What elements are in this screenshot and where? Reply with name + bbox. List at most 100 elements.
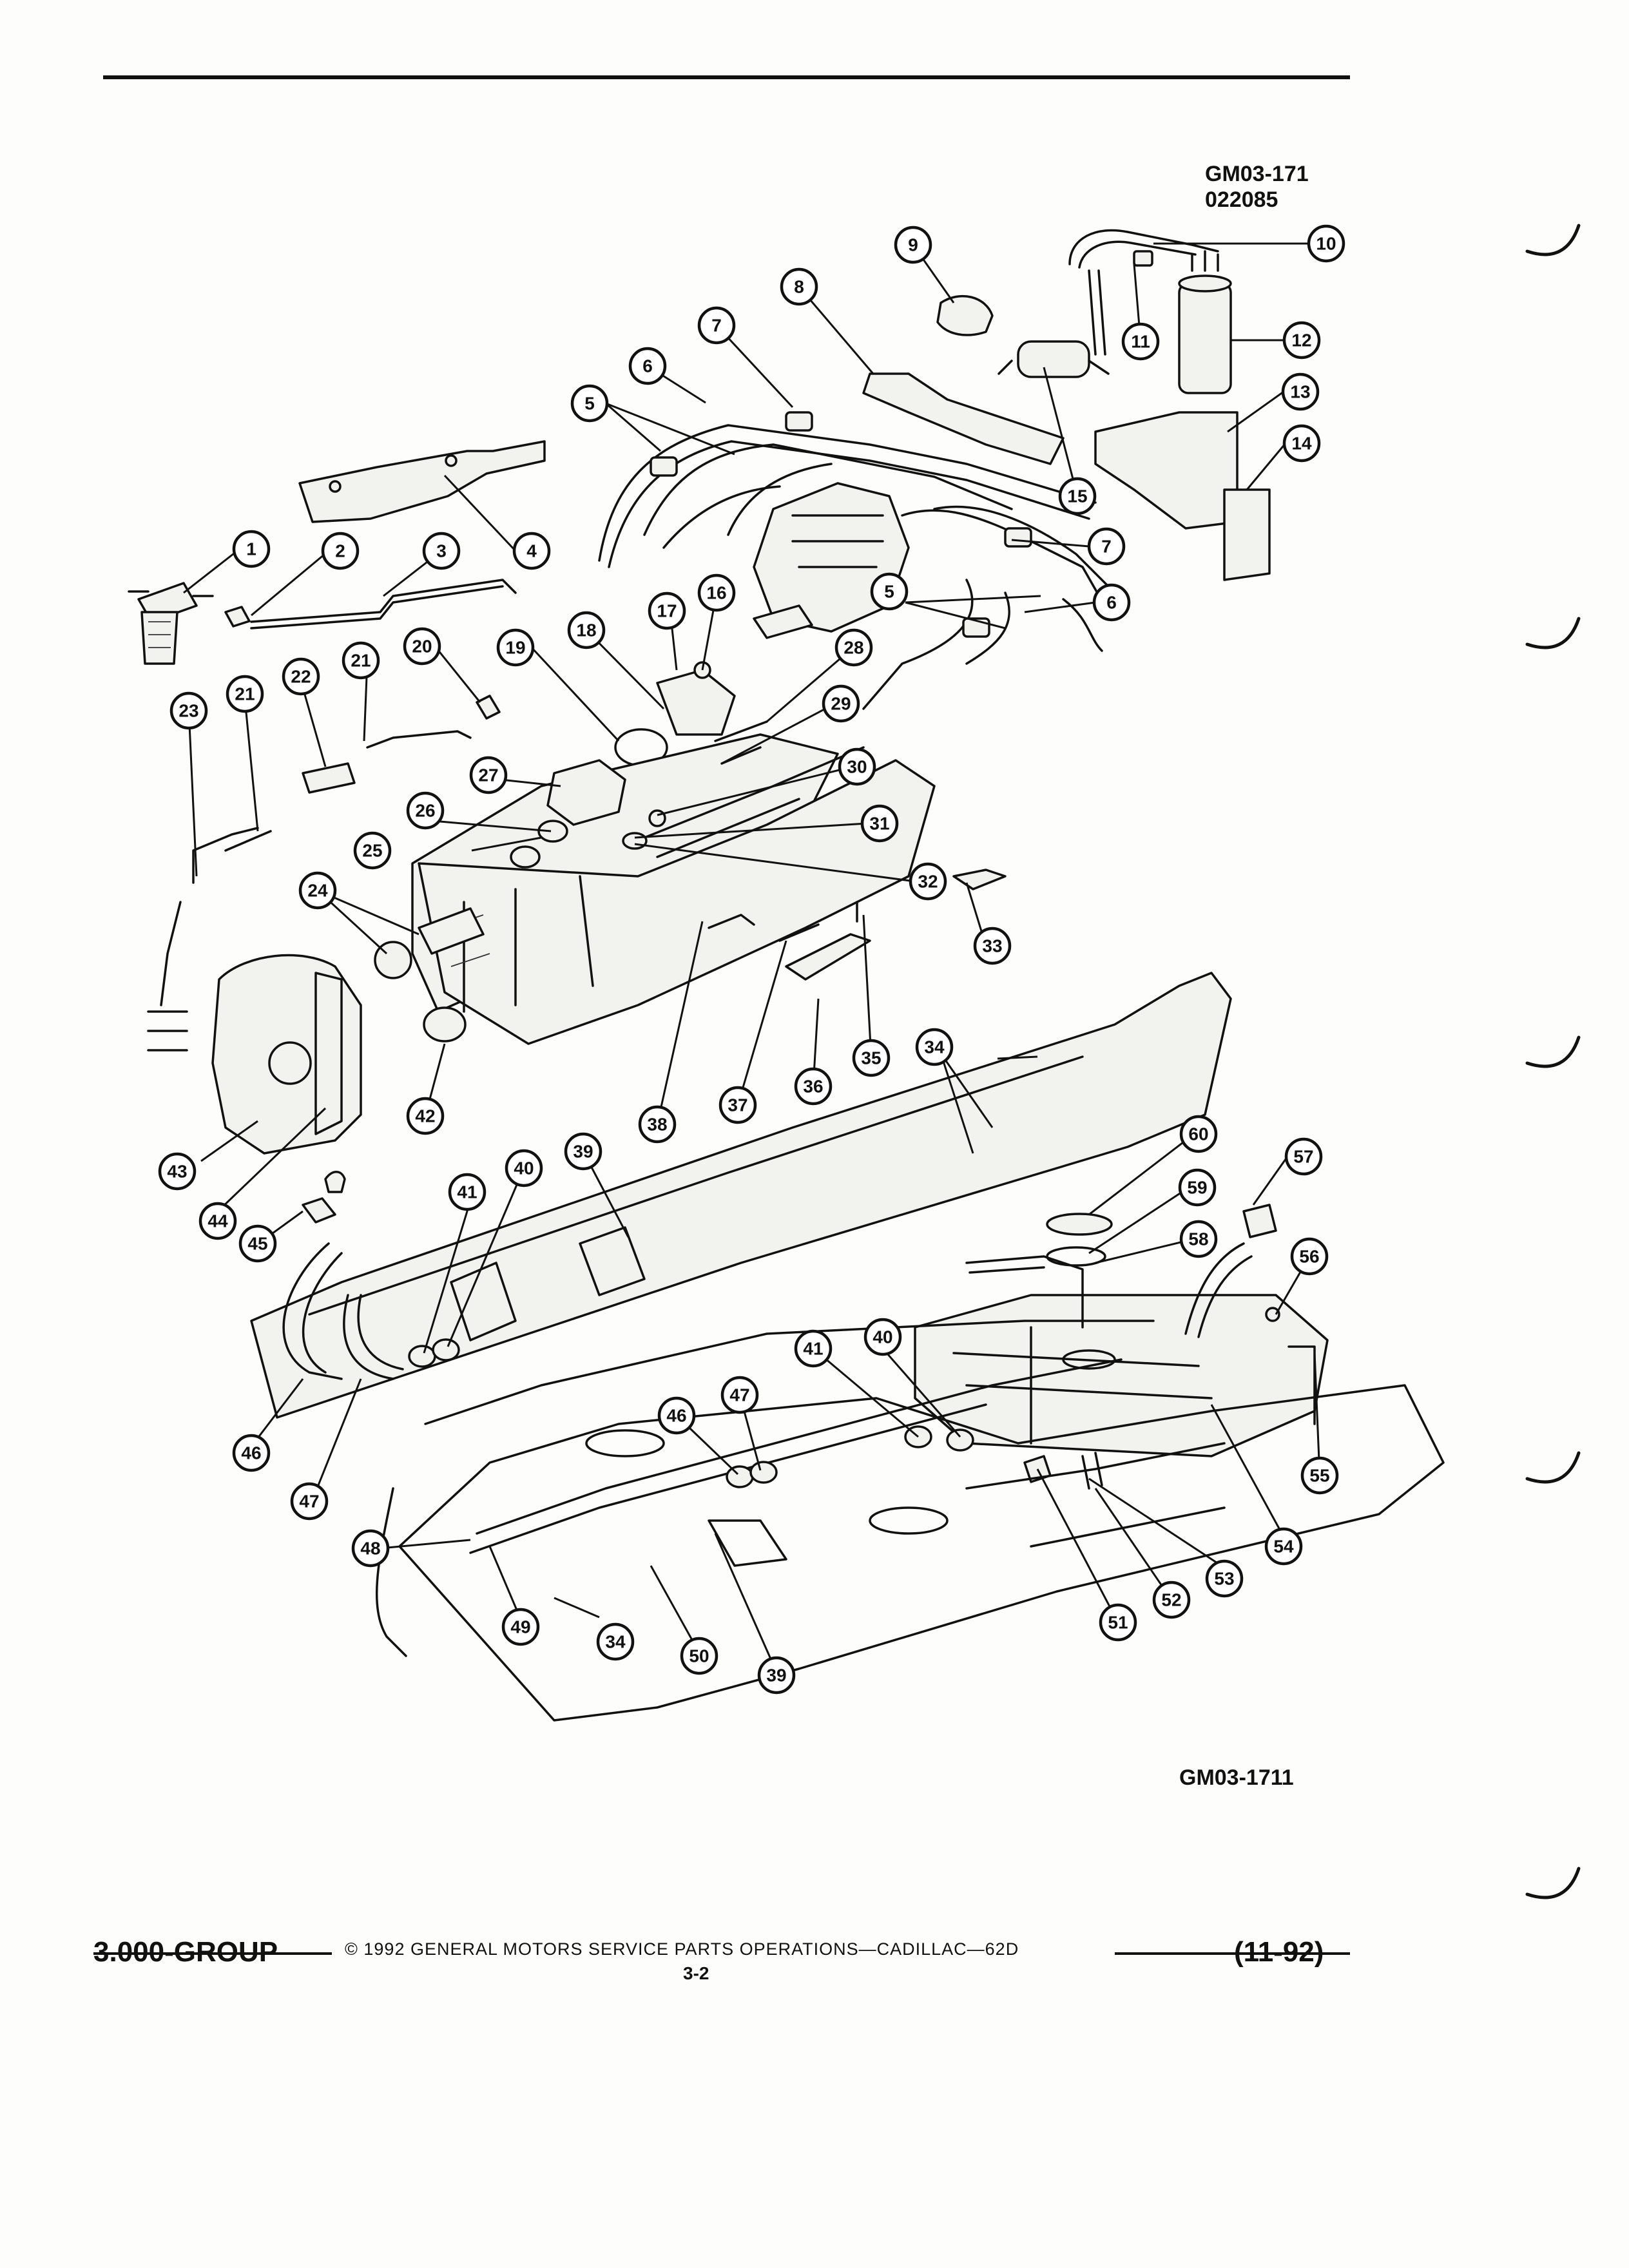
svg-text:43: 43	[167, 1162, 187, 1182]
grommets-40-41-upper	[408, 1338, 460, 1368]
callout-5-lower: 5	[870, 572, 909, 611]
callout-45: 45	[238, 1224, 277, 1263]
callout-53: 53	[1205, 1559, 1244, 1598]
bracket-4	[298, 440, 546, 523]
svg-text:8: 8	[794, 277, 804, 297]
gears-24	[374, 907, 485, 979]
callout-19: 19	[496, 628, 535, 667]
svg-text:15: 15	[1067, 486, 1087, 506]
filler-neck-55-56-57	[1184, 1204, 1316, 1425]
callout-48: 48	[351, 1529, 390, 1568]
svg-text:5: 5	[584, 394, 595, 414]
svg-text:45: 45	[247, 1234, 267, 1254]
callout-33: 33	[973, 927, 1012, 965]
svg-text:33: 33	[982, 936, 1002, 956]
svg-text:26: 26	[415, 801, 435, 821]
svg-text:4: 4	[526, 541, 537, 561]
crossmember-frame	[250, 972, 1232, 1419]
fuel-pump-15	[998, 340, 1110, 378]
callout-14: 14	[1282, 424, 1321, 463]
callout-13: 13	[1281, 372, 1320, 411]
callout-47-lower: 47	[720, 1376, 759, 1414]
parts-33-35-36-37-38	[708, 869, 1007, 981]
svg-text:50: 50	[689, 1646, 709, 1666]
underbody-outline	[375, 1320, 1155, 1657]
callout-18: 18	[567, 611, 606, 649]
svg-text:23: 23	[178, 701, 198, 721]
callout-40-lower: 40	[863, 1318, 902, 1356]
callout-36: 36	[794, 1067, 833, 1106]
callout-23: 23	[169, 691, 208, 730]
callout-41-upper: 41	[448, 1173, 487, 1211]
figure-id-top-line2: 022085	[1205, 187, 1278, 212]
callout-35: 35	[852, 1039, 891, 1077]
callout-1: 1	[232, 530, 271, 568]
fitting-2	[224, 606, 251, 628]
fuel-line-3	[250, 579, 517, 629]
svg-text:46: 46	[666, 1406, 686, 1426]
callout-22: 22	[282, 657, 320, 696]
fuel-filter-12	[1178, 250, 1232, 394]
svg-text:42: 42	[415, 1106, 435, 1126]
callout-34-upper: 34	[915, 1028, 954, 1066]
callout-24: 24	[298, 871, 337, 910]
callout-25: 25	[353, 831, 392, 870]
bracket-13-14	[1094, 411, 1271, 581]
callout-55: 55	[1300, 1456, 1339, 1495]
callout-44: 44	[198, 1202, 237, 1240]
hoses-45-46-47	[282, 1171, 404, 1380]
svg-text:2: 2	[335, 541, 345, 561]
svg-text:58: 58	[1188, 1229, 1208, 1249]
injection-pump	[753, 482, 910, 639]
callout-30: 30	[838, 747, 876, 786]
svg-text:29: 29	[831, 694, 851, 714]
svg-text:28: 28	[843, 638, 863, 658]
clip-9	[936, 294, 994, 336]
svg-text:41: 41	[803, 1339, 823, 1359]
callout-10: 10	[1307, 224, 1345, 263]
svg-text:20: 20	[412, 637, 432, 657]
callout-50: 50	[680, 1637, 718, 1675]
callout-37: 37	[718, 1086, 757, 1124]
bearings-25-26	[510, 820, 568, 869]
callout-43: 43	[158, 1152, 197, 1191]
callout-2: 2	[321, 532, 360, 570]
callout-6-upper: 6	[628, 347, 667, 385]
callout-27: 27	[469, 756, 508, 794]
callout-21-left: 21	[226, 675, 264, 713]
svg-text:52: 52	[1161, 1590, 1181, 1610]
footer-rule-right	[1115, 1952, 1350, 1955]
svg-text:32: 32	[918, 872, 938, 892]
svg-text:34: 34	[924, 1037, 945, 1057]
svg-text:19: 19	[505, 638, 525, 658]
svg-text:22: 22	[291, 667, 311, 687]
svg-text:37: 37	[728, 1095, 747, 1115]
svg-text:12: 12	[1291, 331, 1311, 351]
svg-text:34: 34	[605, 1632, 626, 1652]
footer-rule-left	[93, 1952, 332, 1955]
callout-15: 15	[1058, 477, 1097, 515]
svg-text:17: 17	[657, 601, 677, 621]
svg-text:57: 57	[1293, 1147, 1313, 1167]
svg-text:56: 56	[1299, 1247, 1319, 1267]
callout-4: 4	[512, 532, 551, 570]
seal-42	[423, 1006, 467, 1043]
svg-text:6: 6	[642, 356, 653, 376]
callout-42: 42	[406, 1097, 445, 1135]
callout-11: 11	[1121, 322, 1160, 361]
callout-40-upper: 40	[505, 1149, 543, 1187]
svg-text:3: 3	[436, 541, 447, 561]
callout-32: 32	[909, 862, 947, 901]
figure-id-top: GM03-171 022085	[1205, 161, 1309, 213]
svg-text:1: 1	[246, 539, 256, 559]
svg-text:9: 9	[908, 235, 918, 255]
svg-text:54: 54	[1273, 1537, 1294, 1557]
lines-21-22-23	[160, 730, 472, 1006]
svg-text:60: 60	[1188, 1124, 1208, 1144]
svg-text:55: 55	[1309, 1466, 1329, 1486]
svg-text:16: 16	[706, 583, 726, 603]
engine-block	[411, 733, 936, 1045]
callout-29: 29	[822, 684, 860, 723]
